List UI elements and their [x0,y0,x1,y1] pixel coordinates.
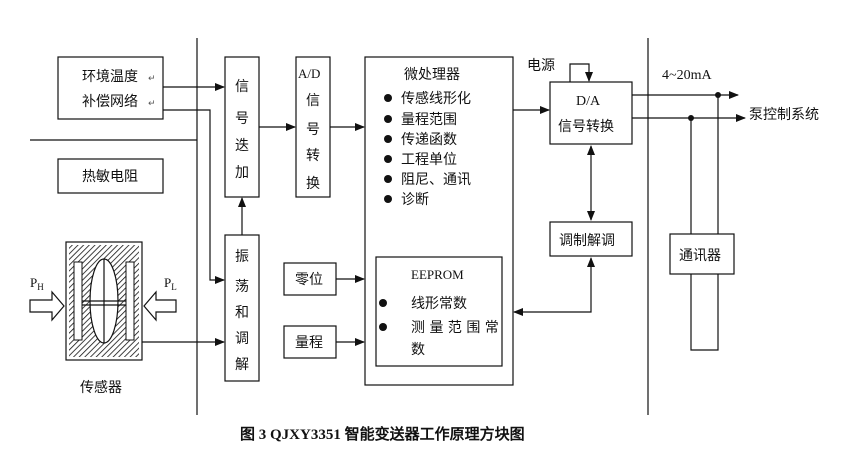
micro-item-0: 传感线形化 [401,90,471,107]
pressure-low-arrow: PL [143,275,177,322]
arrow-modem-eeprom-bidir [513,257,595,316]
eeprom-item-0: 线形常数 [411,296,467,312]
osc-char-4: 解 [235,357,249,373]
compensation-line2: 补偿网络 [82,94,138,110]
ad-char-0: A/D [298,66,320,81]
compensation-line1: 环境温度 [82,69,138,85]
ad-char-2: 号 [306,122,320,138]
da-converter-box: D/A 信号转换 [549,81,633,145]
signal-add-char-1: 号 [235,111,249,127]
osc-char-1: 荡 [235,279,249,295]
ad-converter-box: A/D 信 号 转 换 [295,56,331,198]
line-comp-to-oscillator [163,109,225,284]
range-label: 量程 [295,335,323,351]
p-high-label: PH [30,275,44,292]
signal-superposition-box: 信 号 迭 加 [224,56,260,198]
pump-control-label: 泵控制系统 [749,107,819,123]
arrow-da-to-power [569,63,593,82]
micro-item-2: 传递函数 [401,132,457,148]
osc-char-0: 振 [235,249,249,265]
micro-title: 微处理器 [404,67,460,83]
line-communicator-loop [690,274,719,351]
da-line2: 信号转换 [558,118,614,135]
figure-caption: 图 3 QJXY3351 智能变送器工作原理方块图 [240,425,525,443]
power-label: 电源 [527,58,555,74]
compensation-network-box: 环境温度 补偿网络 ↵ ↵ [57,56,164,120]
eeprom-item-2: 数 [411,342,425,358]
signal-add-char-3: 加 [235,165,249,181]
enter-mark: ↵ [148,74,156,84]
eeprom-item-1: 测 量 范 围 常 [411,319,499,336]
zero-label: 零位 [295,272,323,288]
micro-item-3: 工程单位 [401,152,457,168]
da-line1: D/A [576,94,601,109]
junction-dot-bottom [688,115,694,121]
modem-label: 调制解调 [559,233,615,249]
eeprom-title: EEPROM [411,267,464,282]
junction-dot-top [715,92,721,98]
micro-item-1: 量程范围 [401,111,457,128]
pressure-high-arrow: PH [29,275,65,322]
communicator-label: 通讯器 [679,248,721,264]
osc-char-2: 和 [235,305,249,321]
ad-char-4: 换 [306,175,320,192]
current-label: 4~20mA [662,68,712,83]
ad-char-1: 信 [306,93,320,109]
thermistor-box: 热敏电阻 [57,158,164,194]
communicator-box: 通讯器 [669,233,735,275]
range-box: 量程 [283,325,337,359]
micro-item-4: 阻尼、通讯 [401,172,471,188]
oscillator-demod-box: 振 荡 和 调 解 [224,234,260,382]
zero-box: 零位 [283,262,337,296]
sensor-label: 传感器 [80,379,122,396]
thermistor-label: 热敏电阻 [82,169,138,185]
sensor-drawing [65,241,143,361]
signal-add-char-2: 迭 [235,138,249,154]
micro-item-5: 诊断 [401,192,429,208]
modem-box: 调制解调 [549,221,633,257]
ad-char-3: 转 [306,148,320,164]
osc-char-3: 调 [235,331,249,347]
enter-mark: ↵ [148,99,156,109]
p-low-label: PL [164,275,177,292]
eeprom-box: EEPROM 线形常数 测 量 范 围 常 数 [375,256,503,367]
signal-add-char-0: 信 [235,79,249,95]
